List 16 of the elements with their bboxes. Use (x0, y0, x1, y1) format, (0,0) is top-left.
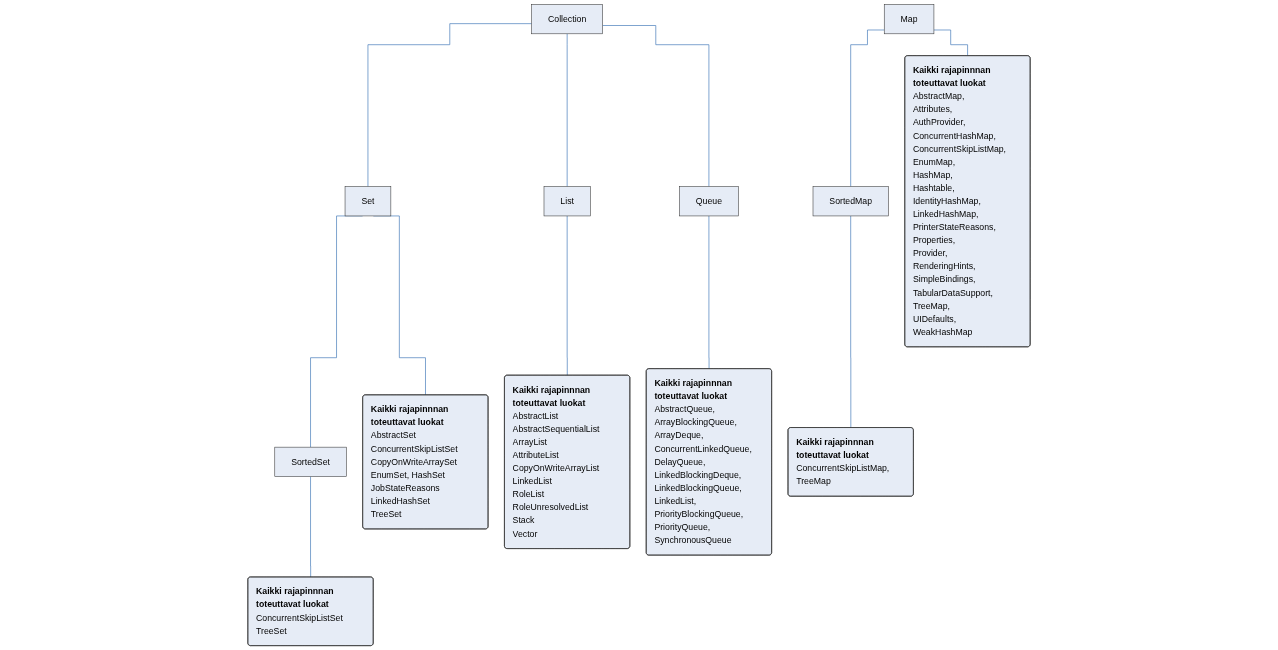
connector (933, 29, 969, 57)
connector (566, 33, 568, 187)
connector (850, 29, 885, 187)
node-box: List (543, 186, 591, 217)
connector (602, 25, 710, 187)
node-box: SortedMap (812, 186, 889, 217)
node-box: Collection (531, 4, 603, 35)
node-box: SortedSet (274, 446, 347, 477)
connector (367, 23, 532, 187)
node-box: Set (344, 186, 392, 217)
connector (566, 215, 568, 376)
connector (310, 476, 312, 578)
connector (850, 215, 852, 429)
connector (708, 215, 710, 370)
node-box: Queue (679, 186, 739, 217)
node-box: Map (883, 4, 935, 35)
